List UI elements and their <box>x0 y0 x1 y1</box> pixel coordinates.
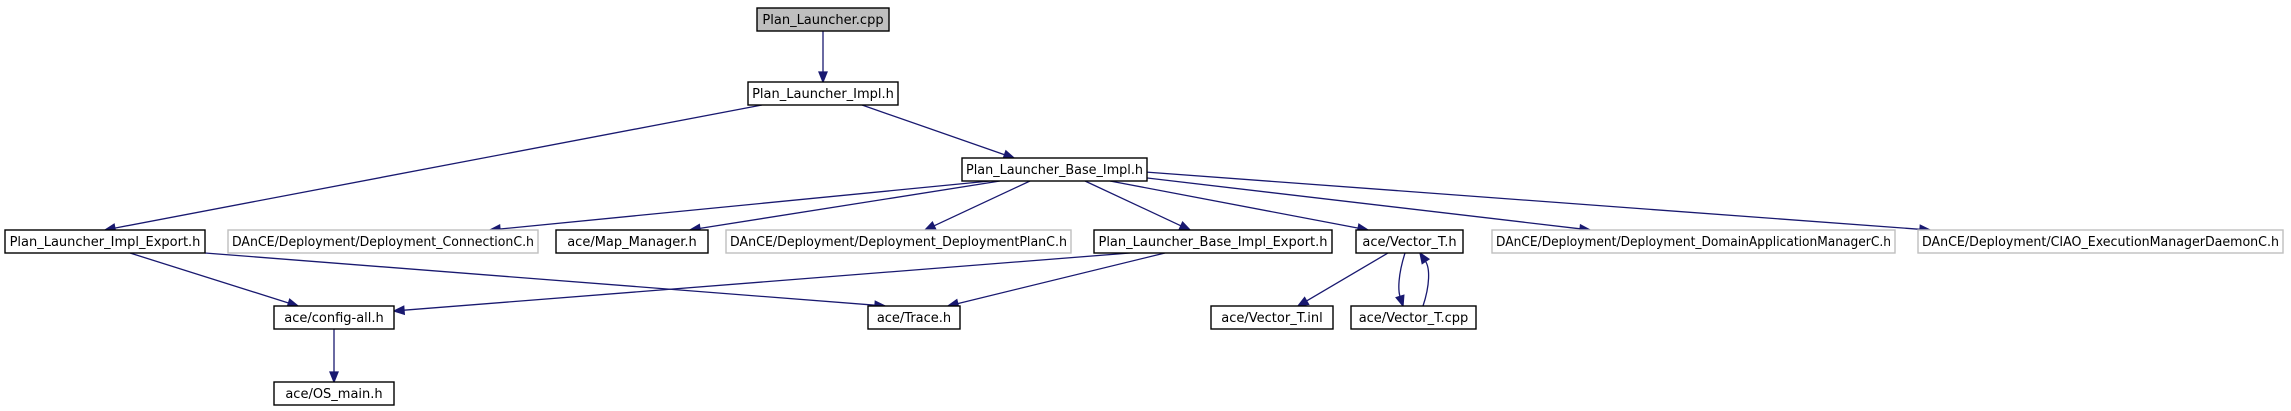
arrow-head <box>818 71 828 84</box>
node-label: Plan_Launcher_Base_Impl.h <box>966 163 1143 178</box>
edge-line <box>861 104 1005 156</box>
arrow-head <box>1296 296 1310 307</box>
node-ace-os-main-h[interactable]: ace/OS_main.h <box>273 381 395 406</box>
node-plan-launcher-impl-export-h[interactable]: Plan_Launcher_Impl_Export.h <box>4 229 206 254</box>
node-label: ace/Map_Manager.h <box>567 235 697 250</box>
node-box <box>747 81 899 106</box>
node-box <box>725 229 1072 254</box>
edge-line <box>114 104 763 229</box>
edge-n3-to-n8 <box>1084 180 1192 231</box>
edge-n4-to-n13 <box>204 252 887 311</box>
node-dance-deployment-deployment-connectionc-h: DAnCE/Deployment/Deployment_ConnectionC.… <box>227 229 539 254</box>
edge-n1-to-n2 <box>818 31 828 84</box>
node-box <box>555 229 709 254</box>
node-label: Plan_Launcher_Impl_Export.h <box>10 235 201 250</box>
node-label: Plan_Launcher.cpp <box>762 13 883 28</box>
edge-n9-to-n14 <box>1296 252 1389 307</box>
node-label: ace/Vector_T.inl <box>1221 311 1322 326</box>
node-dance-deployment-deployment-domainapplicationmanagerc-h: DAnCE/Deployment/Deployment_DomainApplic… <box>1491 229 1896 254</box>
node-plan-launcher-impl-h[interactable]: Plan_Launcher_Impl.h <box>747 81 899 106</box>
edge-n3-to-n6 <box>688 180 1001 234</box>
node-box <box>4 229 206 254</box>
node-box <box>1350 305 1477 330</box>
node-plan-launcher-base-impl-export-h[interactable]: Plan_Launcher_Base_Impl_Export.h <box>1093 229 1333 254</box>
edge-line <box>1398 252 1406 297</box>
node-box <box>1355 229 1464 254</box>
edge-n4-to-n12 <box>129 252 300 308</box>
edge-n2-to-n3 <box>861 104 1016 160</box>
arrow-head <box>1419 251 1431 265</box>
node-label: ace/Trace.h <box>877 311 951 326</box>
node-box <box>961 157 1148 182</box>
node-box <box>273 305 395 330</box>
node-box <box>1917 229 2284 254</box>
edge-line <box>1422 260 1430 307</box>
node-label: ace/Vector_T.cpp <box>1359 311 1469 326</box>
node-label: DAnCE/Deployment/Deployment_DomainApplic… <box>1496 235 1891 250</box>
node-ace-map-manager-h[interactable]: ace/Map_Manager.h <box>555 229 709 254</box>
node-box <box>273 381 395 406</box>
node-dance-deployment-deployment-deploymentplanc-h: DAnCE/Deployment/Deployment_DeploymentPl… <box>725 229 1072 254</box>
edge-line <box>1109 180 1359 229</box>
node-ace-vector-t-inl[interactable]: ace/Vector_T.inl <box>1210 305 1334 330</box>
nodes-layer: Plan_Launcher.cppPlan_Launcher_Impl.hPla… <box>4 7 2284 406</box>
edge-n15-to-n9 <box>1419 251 1431 307</box>
node-label: Plan_Launcher_Base_Impl_Export.h <box>1098 235 1327 250</box>
arrow-head <box>1395 294 1405 308</box>
edge-line <box>129 252 289 304</box>
node-box <box>756 7 890 32</box>
node-label: ace/config-all.h <box>284 311 384 326</box>
node-label: DAnCE/Deployment/CIAO_ExecutionManagerDa… <box>1922 235 2279 250</box>
node-ace-vector-t-cpp[interactable]: ace/Vector_T.cpp <box>1350 305 1477 330</box>
arrow-head <box>392 305 406 316</box>
node-label: ace/Vector_T.h <box>1362 235 1456 250</box>
edge-line <box>1084 180 1182 227</box>
edge-line <box>957 252 1166 305</box>
edge-line <box>204 252 876 306</box>
edge-n12-to-n16 <box>329 329 339 384</box>
node-box <box>227 229 539 254</box>
node-label: Plan_Launcher_Impl.h <box>752 87 894 102</box>
arrow-head <box>923 220 937 231</box>
edge-line <box>1144 171 1921 230</box>
edge-line <box>699 180 1001 230</box>
node-ace-vector-t-h[interactable]: ace/Vector_T.h <box>1355 229 1464 254</box>
node-box <box>1491 229 1896 254</box>
edge-n3-to-n5 <box>488 180 991 234</box>
node-label: ace/OS_main.h <box>285 387 382 402</box>
edge-line <box>933 180 1031 227</box>
arrow-head <box>1178 220 1192 231</box>
edge-line <box>1129 175 1581 230</box>
edge-n3-to-n7 <box>923 180 1031 231</box>
edge-n8-to-n12 <box>392 252 1131 316</box>
node-label: DAnCE/Deployment/Deployment_DeploymentPl… <box>730 235 1067 250</box>
edge-line <box>1306 252 1389 302</box>
node-plan-launcher-cpp[interactable]: Plan_Launcher.cpp <box>756 7 890 32</box>
edge-n9-to-n15 <box>1395 252 1406 308</box>
node-label: DAnCE/Deployment/Deployment_ConnectionC.… <box>232 235 534 250</box>
node-box <box>1210 305 1334 330</box>
node-ace-config-all-h[interactable]: ace/config-all.h <box>273 305 395 330</box>
arrow-head <box>329 371 339 384</box>
node-box <box>867 305 961 330</box>
edges-layer <box>103 31 1932 384</box>
node-box <box>1093 229 1333 254</box>
node-dance-deployment-ciao-executionmanagerdaemonc-h: DAnCE/Deployment/CIAO_ExecutionManagerDa… <box>1917 229 2284 254</box>
edge-line <box>499 180 991 230</box>
edge-n8-to-n13 <box>946 252 1166 309</box>
node-plan-launcher-base-impl-h[interactable]: Plan_Launcher_Base_Impl.h <box>961 157 1148 182</box>
edge-line <box>403 252 1131 311</box>
node-ace-trace-h[interactable]: ace/Trace.h <box>867 305 961 330</box>
